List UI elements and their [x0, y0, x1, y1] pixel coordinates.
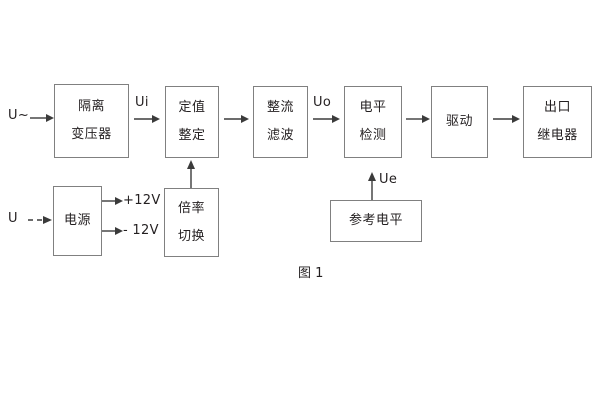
figure-caption: 图 1: [298, 266, 324, 281]
arrow-supply-rail-negative: [102, 226, 123, 236]
signal-label-ue: Ue: [379, 172, 398, 187]
block-reference-level: 参考电平: [330, 200, 422, 242]
arrow-reference-to-level: [367, 172, 377, 200]
block-drive: 驱动: [431, 86, 488, 158]
block-multiplier-switch: 倍率 切换: [164, 188, 219, 257]
block-label-line: 切换: [177, 228, 205, 244]
arrow-input-to-isolation: [30, 113, 54, 123]
arrow-isolation-to-setting: [134, 114, 160, 124]
arrow-drive-to-output-relay: [493, 114, 520, 124]
block-label-line: 出口: [543, 100, 571, 116]
block-label-line: 参考电平: [348, 213, 403, 229]
block-label-line: 继电器: [537, 128, 578, 143]
signal-label-uo: Uo: [313, 95, 332, 110]
signal-label-input-ac: U~: [8, 108, 30, 123]
arrow-input-power-to-supply: [28, 215, 52, 225]
block-label-line: 检测: [359, 128, 387, 143]
block-level-detection: 电平 检测: [344, 86, 402, 158]
arrow-level-to-drive: [406, 114, 430, 124]
block-label-line: 隔离: [77, 99, 105, 115]
block-label-line: 倍率: [177, 200, 205, 216]
block-power-supply: 电源: [53, 186, 102, 256]
block-label-line: 整流: [266, 100, 294, 116]
arrow-multiplier-to-setting: [186, 160, 196, 188]
block-label-line: 变压器: [71, 127, 112, 142]
signal-label-ui: Ui: [135, 95, 149, 110]
arrow-setting-to-rectify: [224, 114, 249, 124]
block-label-line: 滤波: [266, 128, 294, 143]
block-rectify-filter: 整流 滤波: [253, 86, 308, 158]
signal-label-rail-negative: - 12V: [123, 223, 159, 238]
block-label-line: 整定: [178, 128, 206, 143]
block-isolation-transformer: 隔离 变压器: [54, 84, 129, 158]
signal-label-rail-positive: +12V: [123, 193, 161, 208]
block-output-relay: 出口 继电器: [523, 86, 592, 158]
signal-label-input-power: U: [8, 211, 18, 226]
block-label-line: 定值: [178, 100, 206, 116]
block-label-line: 电平: [359, 100, 387, 116]
block-label-line: 电源: [63, 213, 91, 229]
block-setting-value: 定值 整定: [165, 86, 219, 158]
arrow-supply-rail-positive: [102, 196, 123, 206]
block-label-line: 驱动: [445, 114, 473, 130]
arrow-rectify-to-level: [313, 114, 340, 124]
